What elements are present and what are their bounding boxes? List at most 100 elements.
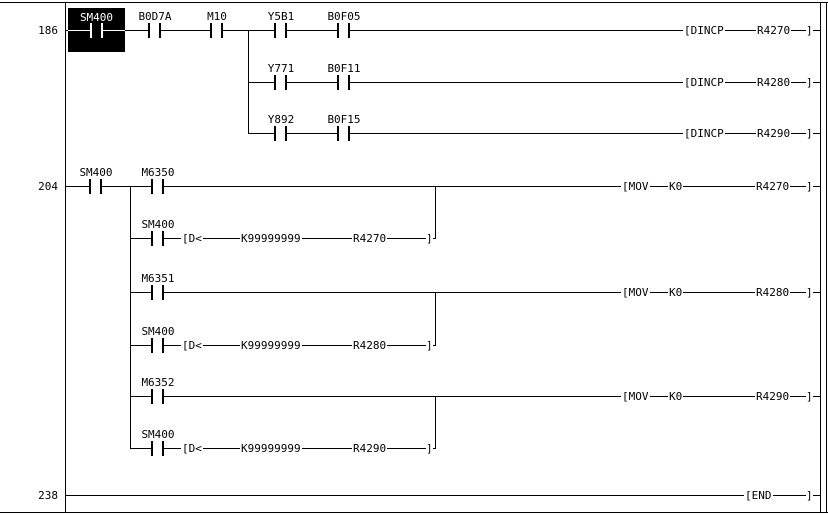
contact-symbol [90, 23, 103, 38]
cursor-cell-contact[interactable]: SM400 [68, 8, 125, 52]
instruction-operand[interactable]: R4290 [352, 442, 388, 455]
bracket-close: ] [426, 339, 433, 352]
bracket-open: [ [182, 232, 189, 245]
bracket-open: [ [182, 339, 189, 352]
instruction-mnemonic[interactable]: [DINCP [683, 24, 725, 37]
mnemonic-text: MOV [628, 390, 649, 403]
contact-symbol[interactable] [274, 75, 287, 90]
instruction-mnemonic[interactable]: [MOV [621, 286, 650, 299]
join-wire-vertical [435, 292, 436, 346]
mnemonic-text: MOV [628, 286, 649, 299]
contact-label[interactable]: SM400 [141, 325, 175, 338]
wire-horizontal [248, 133, 820, 134]
wire-horizontal [130, 396, 820, 397]
instruction-operand[interactable]: K99999999 [240, 442, 302, 455]
contact-label[interactable]: B0D7A [138, 10, 172, 23]
instruction-mnemonic[interactable]: [D< [181, 339, 203, 352]
instruction-mnemonic[interactable]: [END [744, 489, 773, 502]
bracket-open: [ [684, 76, 691, 89]
instruction-mnemonic[interactable]: [MOV [621, 180, 650, 193]
instruction-mnemonic[interactable]: [MOV [621, 390, 650, 403]
bracket-open: [ [182, 442, 189, 455]
bracket-close: ] [806, 180, 813, 193]
instruction-operand[interactable]: R4280 [756, 76, 792, 89]
bracket-close: ] [806, 390, 813, 403]
branch-wire-vertical [248, 30, 249, 134]
contact-label[interactable]: SM400 [141, 218, 175, 231]
step-number-204: 204 [38, 180, 58, 193]
mnemonic-text: D< [188, 339, 202, 352]
mnemonic-text: DINCP [690, 76, 724, 89]
contact-label: SM400 [79, 11, 114, 24]
bracket-close: ] [426, 232, 433, 245]
bracket-open: [ [622, 286, 629, 299]
bottom-border [0, 512, 828, 513]
bracket-open: [ [684, 127, 691, 140]
contact-symbol[interactable] [148, 23, 161, 38]
instruction-mnemonic[interactable]: [DINCP [683, 127, 725, 140]
contact-label[interactable]: SM400 [79, 166, 113, 179]
contact-symbol[interactable] [151, 441, 164, 456]
instruction-mnemonic[interactable]: [D< [181, 232, 203, 245]
contact-label[interactable]: Y5B1 [267, 10, 295, 23]
left-power-rail [65, 2, 66, 513]
bracket-close: ] [806, 24, 813, 37]
instruction-operand[interactable]: K99999999 [240, 232, 302, 245]
top-border [0, 2, 828, 3]
instruction-operand[interactable]: R4270 [352, 232, 388, 245]
instruction-operand[interactable]: R4270 [755, 180, 791, 193]
bracket-open: [ [622, 390, 629, 403]
contact-symbol[interactable] [151, 285, 164, 300]
bracket-close: ] [806, 286, 813, 299]
mnemonic-text: END [751, 489, 772, 502]
contact-symbol[interactable] [151, 231, 164, 246]
instruction-operand[interactable]: K0 [668, 180, 684, 193]
mnemonic-text: MOV [628, 180, 649, 193]
instruction-mnemonic[interactable]: [DINCP [683, 76, 725, 89]
contact-label[interactable]: M10 [207, 10, 227, 23]
contact-symbol[interactable] [337, 75, 350, 90]
instruction-operand[interactable]: R4270 [756, 24, 792, 37]
bracket-close: ] [806, 127, 813, 140]
instruction-operand[interactable]: K0 [668, 390, 684, 403]
wire-horizontal [65, 186, 820, 187]
instruction-operand[interactable]: R4280 [352, 339, 388, 352]
contact-label[interactable]: M6350 [141, 166, 175, 179]
instruction-operand[interactable]: R4290 [756, 127, 792, 140]
contact-symbol[interactable] [274, 126, 287, 141]
contact-symbol[interactable] [337, 126, 350, 141]
bracket-open: [ [745, 489, 752, 502]
instruction-operand[interactable]: R4290 [755, 390, 791, 403]
bracket-close: ] [426, 442, 433, 455]
bracket-open: [ [622, 180, 629, 193]
mnemonic-text: D< [188, 442, 202, 455]
instruction-operand[interactable]: K0 [668, 286, 684, 299]
contact-label[interactable]: M6351 [141, 272, 175, 285]
instruction-mnemonic[interactable]: [D< [181, 442, 203, 455]
contact-label[interactable]: Y771 [267, 62, 295, 75]
mnemonic-text: DINCP [690, 24, 724, 37]
contact-label[interactable]: B0F11 [327, 62, 361, 75]
contact-label[interactable]: M6352 [141, 376, 175, 389]
contact-symbol[interactable] [337, 23, 350, 38]
contact-symbol[interactable] [151, 389, 164, 404]
join-wire-vertical [435, 186, 436, 239]
contact-label[interactable]: B0F05 [327, 10, 361, 23]
bracket-open: [ [684, 24, 691, 37]
contact-symbol[interactable] [151, 179, 164, 194]
right-border [826, 2, 827, 513]
instruction-operand[interactable]: K99999999 [240, 339, 302, 352]
contact-symbol[interactable] [210, 23, 223, 38]
bracket-close: ] [806, 76, 813, 89]
contact-label[interactable]: SM400 [141, 428, 175, 441]
mnemonic-text: D< [188, 232, 202, 245]
wire-horizontal [248, 82, 820, 83]
instruction-operand[interactable]: R4280 [755, 286, 791, 299]
join-wire-vertical [435, 396, 436, 449]
contact-label[interactable]: B0F15 [327, 113, 361, 126]
contact-symbol[interactable] [151, 338, 164, 353]
contact-label[interactable]: Y892 [267, 113, 295, 126]
contact-symbol[interactable] [274, 23, 287, 38]
contact-symbol[interactable] [89, 179, 102, 194]
